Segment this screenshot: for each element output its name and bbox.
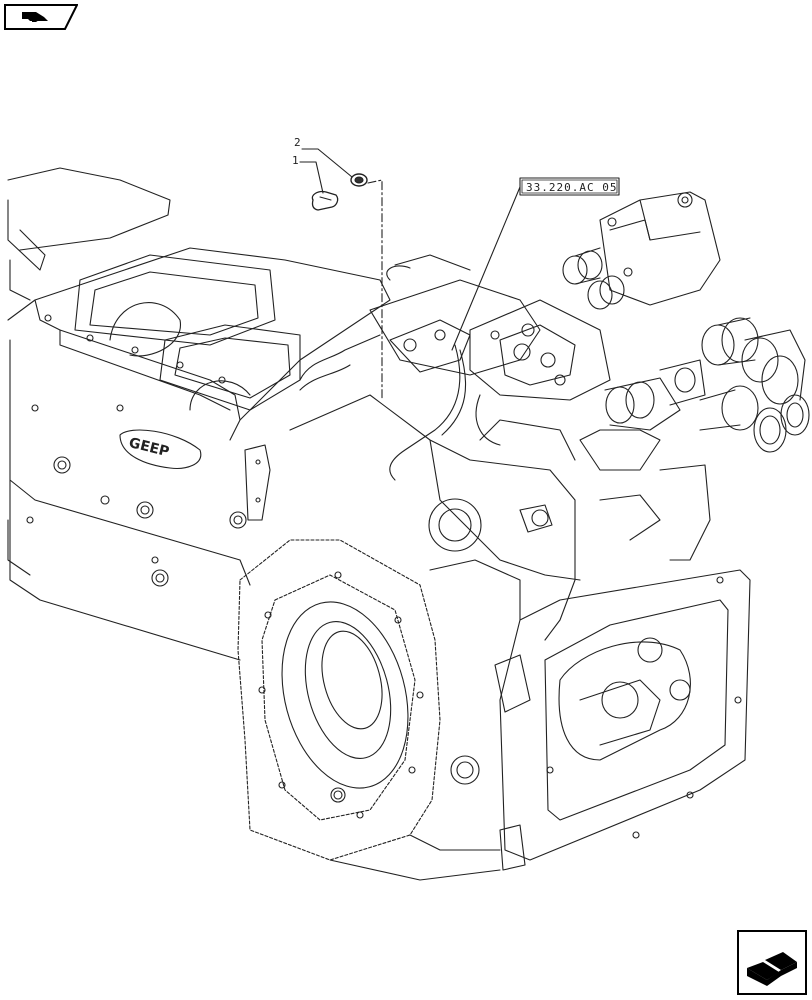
next-page-button[interactable] bbox=[737, 930, 807, 995]
arrow-next-icon bbox=[737, 930, 807, 995]
washer-part bbox=[350, 173, 368, 187]
couplers-upper bbox=[562, 247, 625, 310]
previous-page-button[interactable] bbox=[4, 4, 79, 30]
callout-1: 1 bbox=[292, 154, 299, 167]
callout-2: 2 bbox=[294, 136, 301, 149]
rear-housing bbox=[237, 539, 441, 861]
reference-label: 33.220.AC 05 bbox=[526, 181, 617, 194]
arrow-prev-icon bbox=[4, 4, 79, 30]
front-housing: GEEP bbox=[7, 167, 391, 661]
rear-housing-details bbox=[258, 394, 751, 881]
plug-part bbox=[311, 190, 339, 211]
part-callouts bbox=[299, 148, 521, 401]
couplers-right bbox=[699, 317, 810, 453]
reference-box: 33.220.AC 05 bbox=[519, 177, 620, 196]
valve-assembly bbox=[299, 191, 810, 561]
